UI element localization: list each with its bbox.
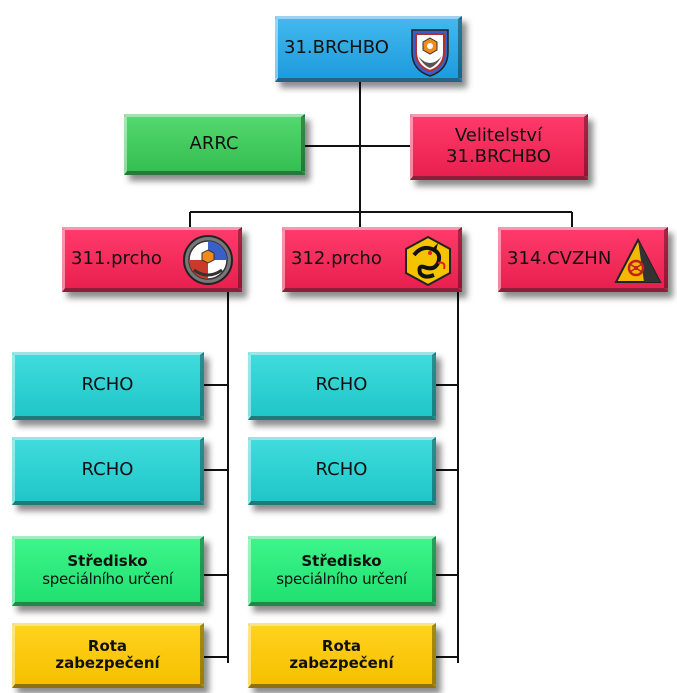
connector-lines (189, 82, 573, 663)
node-velitelstvi: Velitelství 31.BRCHBO (410, 114, 588, 180)
node-314-cvzhn: 314.CVZHN (498, 227, 668, 292)
node-31-brchbo: 31.BRCHBO (275, 16, 462, 82)
col1-rcho-a: RCHO (12, 352, 204, 420)
col1-stredisko: Středisko speciálního určení (12, 536, 204, 606)
col2-rcho-a: RCHO (248, 352, 436, 420)
cvzhn314-triangle-emblem (614, 238, 662, 283)
col2-stredisko-label-1: Středisko (301, 552, 382, 571)
col1-rcho-b: RCHO (12, 437, 204, 505)
col1-rota: Rota zabezpečení (12, 623, 204, 688)
node-31-brchbo-label: 31.BRCHBO (284, 37, 389, 59)
prcho311-round-emblem (183, 235, 233, 285)
col1-rota-label-2: zabezpečení (55, 654, 160, 672)
col2-rcho-b-label: RCHO (315, 459, 368, 481)
node-arrc-label: ARRC (189, 132, 239, 154)
col2-rota-label-2: zabezpečení (289, 654, 394, 672)
node-311-prcho: 311.prcho (62, 227, 242, 292)
node-312-prcho-label: 312.prcho (291, 247, 382, 269)
col2-rcho-a-label: RCHO (315, 374, 368, 396)
node-311-prcho-label: 311.prcho (71, 247, 162, 269)
col2-rota-label-1: Rota (321, 636, 362, 655)
node-arrc: ARRC (124, 114, 305, 175)
node-velitelstvi-label-2: 31.BRCHBO (446, 145, 551, 167)
col1-stredisko-label-1: Středisko (67, 552, 148, 571)
col2-stredisko-label-2: speciálního určení (276, 569, 407, 588)
node-velitelstvi-label-1: Velitelství (454, 124, 543, 146)
node-314-cvzhn-label: 314.CVZHN (507, 247, 612, 269)
node-312-prcho: 312.prcho (282, 227, 462, 292)
col2-stredisko: Středisko speciálního určení (248, 536, 436, 606)
brigade-shield-emblem (411, 29, 449, 77)
col1-rcho-b-label: RCHO (81, 459, 134, 481)
col1-rota-label-1: Rota (87, 636, 128, 655)
col2-rota: Rota zabezpečení (248, 623, 436, 688)
prcho312-dragon-emblem (405, 235, 451, 287)
col2-rcho-b: RCHO (248, 437, 436, 505)
col1-rcho-a-label: RCHO (81, 374, 134, 396)
col1-stredisko-label-2: speciálního určení (42, 569, 173, 588)
